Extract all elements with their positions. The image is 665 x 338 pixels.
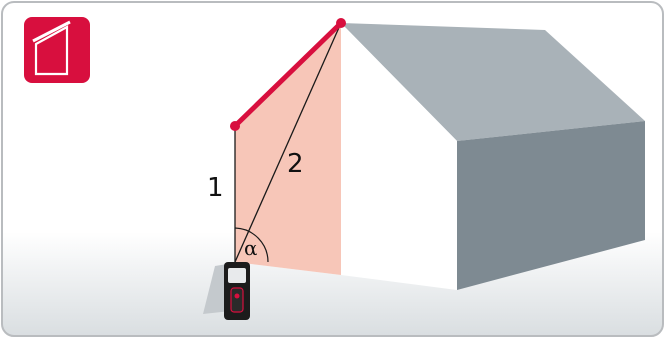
height-label: 1 — [207, 173, 224, 203]
measurement-triangle — [235, 23, 341, 275]
house-gable-right — [341, 23, 457, 290]
roof-slope-function-icon[interactable] — [24, 17, 90, 83]
house-roof — [341, 23, 645, 141]
angle-arc — [234, 227, 269, 263]
angle-label: α — [244, 236, 258, 260]
hypotenuse-line — [234, 22, 342, 263]
roof-slope-line — [232, 20, 344, 129]
laser-distance-meter-icon — [224, 262, 250, 320]
slope-end-point — [336, 18, 346, 28]
house-side-wall — [457, 121, 645, 290]
hypotenuse-label: 2 — [287, 149, 304, 179]
slope-start-point — [230, 121, 240, 131]
